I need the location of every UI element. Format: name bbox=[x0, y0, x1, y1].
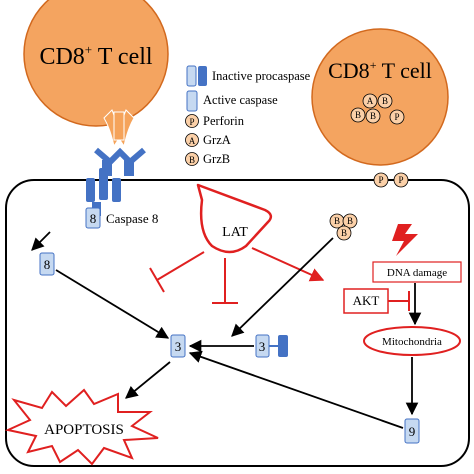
cd8-t-cell-right: CD8+ T cell A B B B P bbox=[311, 28, 449, 166]
legend-perforin: Perforin bbox=[203, 114, 245, 128]
svg-text:APOPTOSIS: APOPTOSIS bbox=[44, 422, 124, 438]
lat-node: LAT bbox=[196, 183, 273, 254]
perforin-pores: P P bbox=[373, 172, 409, 188]
svg-text:B: B bbox=[370, 111, 376, 121]
svg-text:B: B bbox=[347, 216, 353, 226]
akt-box: AKT bbox=[343, 288, 389, 314]
svg-text:3: 3 bbox=[259, 339, 266, 354]
svg-text:3: 3 bbox=[175, 339, 182, 354]
cell-label-sup: + bbox=[85, 42, 92, 57]
lat-label: LAT bbox=[222, 225, 248, 240]
legend-grzb: GrzB bbox=[203, 152, 230, 166]
svg-text:B: B bbox=[189, 155, 195, 165]
svg-text:A: A bbox=[189, 136, 196, 146]
akt-inhibition bbox=[388, 291, 410, 311]
legend-grza: GrzA bbox=[203, 133, 231, 147]
legend: Inactive procaspase Active caspase P Per… bbox=[185, 65, 311, 166]
svg-text:B: B bbox=[341, 228, 347, 238]
cell-label: CD8 bbox=[39, 44, 84, 70]
activation-arrows bbox=[31, 231, 422, 429]
svg-text:P: P bbox=[378, 175, 383, 185]
svg-text:9: 9 bbox=[409, 424, 416, 439]
svg-text:DNA damage: DNA damage bbox=[387, 267, 447, 279]
dna-damage-box: DNA damage bbox=[372, 261, 462, 283]
granule-cluster-right: A B B B P bbox=[350, 93, 405, 125]
procaspase-3: 3 bbox=[255, 334, 288, 358]
cd8-t-cell-left: CD8+ T cell bbox=[23, 0, 169, 127]
target-cell-membrane bbox=[5, 179, 470, 467]
death-receptor bbox=[86, 168, 121, 216]
svg-text:B: B bbox=[334, 216, 340, 226]
legend-active-caspase: Active caspase bbox=[203, 93, 278, 107]
svg-text:P: P bbox=[394, 112, 399, 122]
svg-text:P: P bbox=[398, 175, 403, 185]
cell-label-suffix: T cell bbox=[92, 44, 153, 70]
svg-text:8: 8 bbox=[44, 257, 51, 272]
svg-text:CD8+ T cell: CD8+ T cell bbox=[328, 58, 432, 83]
svg-text:P: P bbox=[189, 117, 194, 127]
caspase-8-number: 8 bbox=[90, 211, 97, 226]
svg-text:CD8+ T cell: CD8+ T cell bbox=[39, 42, 152, 70]
granzyme-b-cluster: B B B bbox=[329, 213, 358, 241]
caspase-8-active: 8 bbox=[39, 252, 55, 276]
lat-inhibition-edges bbox=[149, 247, 325, 304]
svg-text:B: B bbox=[382, 96, 388, 106]
receptor-complex bbox=[94, 109, 146, 176]
lightning-icon bbox=[392, 224, 418, 256]
caspase-8-box: 8 Caspase 8 bbox=[85, 207, 158, 229]
caspase-9: 9 bbox=[404, 418, 420, 444]
svg-text:AKT: AKT bbox=[353, 293, 380, 308]
svg-text:Mitochondria: Mitochondria bbox=[382, 336, 442, 348]
svg-text:A: A bbox=[367, 96, 374, 106]
caspase-8-label: Caspase 8 bbox=[106, 211, 158, 226]
legend-inactive-procaspase: Inactive procaspase bbox=[212, 69, 311, 83]
svg-text:B: B bbox=[355, 110, 361, 120]
apoptosis-burst: APOPTOSIS bbox=[4, 388, 159, 466]
mitochondria: Mitochondria bbox=[363, 326, 461, 356]
caspase-3-active: 3 bbox=[170, 334, 186, 358]
